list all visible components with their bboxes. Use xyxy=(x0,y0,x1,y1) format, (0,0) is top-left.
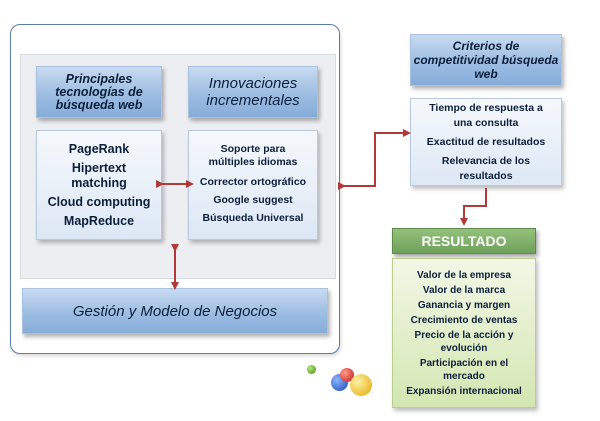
resultado-list: Valor de la empresa Valor de la marca Ga… xyxy=(392,258,536,408)
list-item: Exactitud de resultados xyxy=(426,135,546,148)
list-item: Hipertext matching xyxy=(71,160,127,190)
list-item: Cloud computing xyxy=(47,194,151,209)
innovaciones-header: Innovaciones incrementales xyxy=(188,66,318,118)
list-item: Corrector ortográfico xyxy=(199,176,307,188)
list-item: PageRank xyxy=(68,141,130,156)
gestion-box: Gestión y Modelo de Negocios xyxy=(22,288,328,334)
list-item: Valor de la empresa xyxy=(417,269,511,281)
criterios-list: Tiempo de respuesta a una consulta Exact… xyxy=(410,98,562,186)
arrow-criterios-resultado xyxy=(460,188,487,226)
gestion-label: Gestión y Modelo de Negocios xyxy=(72,302,278,320)
yellow-ball-icon xyxy=(350,374,372,396)
list-item: Participación en el mercado xyxy=(419,357,509,382)
criterios-header: Criterios de competitividad búsqueda web xyxy=(410,34,562,86)
list-item: MapReduce xyxy=(63,213,135,228)
list-item: Precio de la acción y evolución xyxy=(414,329,514,354)
innovaciones-title: Innovaciones incrementales xyxy=(206,75,300,109)
list-item: Tiempo de respuesta a una consulta xyxy=(429,101,543,129)
resultado-header: RESULTADO xyxy=(392,228,536,254)
list-item: Ganancia y margen xyxy=(417,299,511,311)
list-item: Expansión internacional xyxy=(406,385,522,397)
list-item: Google suggest xyxy=(213,194,293,206)
list-item: Valor de la marca xyxy=(422,284,506,296)
green-ball-icon xyxy=(307,365,316,374)
list-item: Relevancia de los resultados xyxy=(441,154,531,182)
principales-list: PageRank Hipertext matching Cloud comput… xyxy=(36,130,162,240)
principales-title: Principales tecnologías de búsqueda web xyxy=(55,71,143,112)
resultado-title: RESULTADO xyxy=(421,233,507,249)
arrow-panel-criterios xyxy=(338,129,411,190)
list-item: Crecimiento de ventas xyxy=(410,314,518,326)
list-item: Soporte para múltiples idiomas xyxy=(208,143,298,168)
list-item: Búsqueda Universal xyxy=(202,212,304,224)
criterios-title: Criterios de competitividad búsqueda web xyxy=(413,39,559,81)
principales-header: Principales tecnologías de búsqueda web xyxy=(36,66,162,118)
innovaciones-list: Soporte para múltiples idiomas Corrector… xyxy=(188,130,318,240)
